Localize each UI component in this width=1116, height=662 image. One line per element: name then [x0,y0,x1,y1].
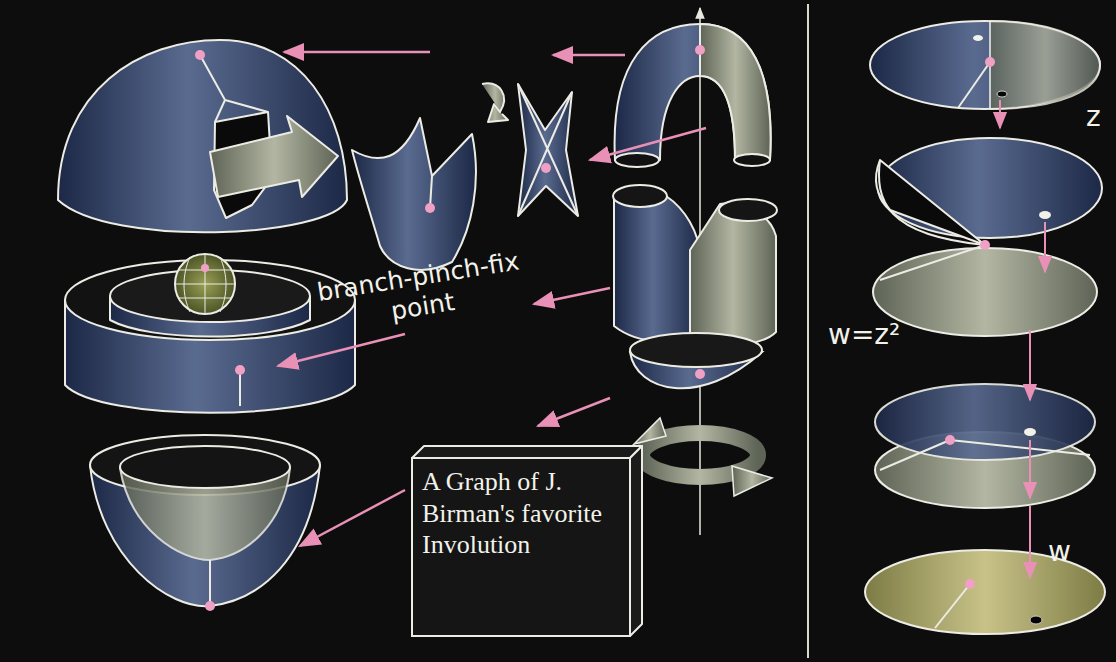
leader-arrow [278,334,405,366]
arch-surface [615,24,771,160]
box-text: A Graph of J. Birman's favorite Involuti… [412,458,630,569]
tube-opening [613,185,667,207]
leader-arrow [553,54,625,57]
arch-half [700,24,771,160]
sample-point [1039,211,1051,219]
sample-point [973,35,983,41]
cylinder-slit [239,370,241,406]
rotation-arrowhead [732,466,772,496]
tube-surface [614,196,700,341]
sample-point [1024,428,1036,436]
branch-point-dot [980,240,990,250]
projection-arrow [1029,506,1031,578]
box-front-face [412,458,630,636]
bowl-seam [209,560,211,606]
fixed-point-dot [695,45,705,55]
saddle-surface [352,118,476,270]
block-arrow [210,116,338,197]
variable-label: w=z² [828,318,938,352]
crossing-line [880,440,1090,470]
fixed-point-dot [235,365,245,375]
inner-bowl-rim [120,446,290,488]
arch-foot [734,154,770,166]
sheet-lower [873,248,1097,336]
fixed-point-dot [695,369,705,379]
crossed-surface [518,84,578,216]
globe-grid [175,254,235,314]
sheet-edge [879,160,985,280]
dome-surface [58,40,347,232]
crossed-seam [518,84,578,216]
divider-line [807,4,809,658]
branch-cut [935,584,970,628]
box-top-face [412,446,642,458]
tube-opening [719,199,777,221]
projection-arrow [999,100,1001,128]
sheet-gap [876,160,985,245]
arch-foot [615,153,659,167]
leader-arrow [538,398,610,426]
fixed-point-dot [541,163,551,173]
leader-arrow [300,490,405,546]
fixed-point-dot [425,203,435,213]
box-side-face [630,446,642,636]
variable-label: w [1048,535,1088,569]
branch-cut [958,62,990,108]
z-disk-half [990,21,1100,109]
fixed-point-dot [201,264,209,272]
tube-surface [690,203,776,344]
fixed-point-dot [205,601,215,611]
branch-point-dot [945,435,955,445]
small-bowl-rim [630,333,762,367]
z-disk [870,21,1100,109]
variable-label: z [1086,100,1116,134]
leader-arrow [284,51,430,54]
projection-arrow [1029,440,1031,498]
branch-point-dot [965,579,975,589]
projection-arrow [1029,330,1031,400]
leader-arrow [534,288,610,304]
annotation-text: branch-pinch-fix point [315,246,527,337]
projection-arrow [1044,222,1046,272]
branch-point-dot [985,57,995,67]
dome-seam [200,55,268,122]
globe [175,254,235,314]
fixed-point-dot [195,50,205,60]
sample-point [997,91,1007,97]
leader-arrow [590,128,706,160]
sample-point [1030,616,1042,624]
crossing-sheet [875,384,1095,460]
small-hook-arrow [482,83,508,122]
rotation-arrowhead [634,418,666,444]
title-box: A Graph of J. Birman's favorite Involuti… [412,458,630,636]
